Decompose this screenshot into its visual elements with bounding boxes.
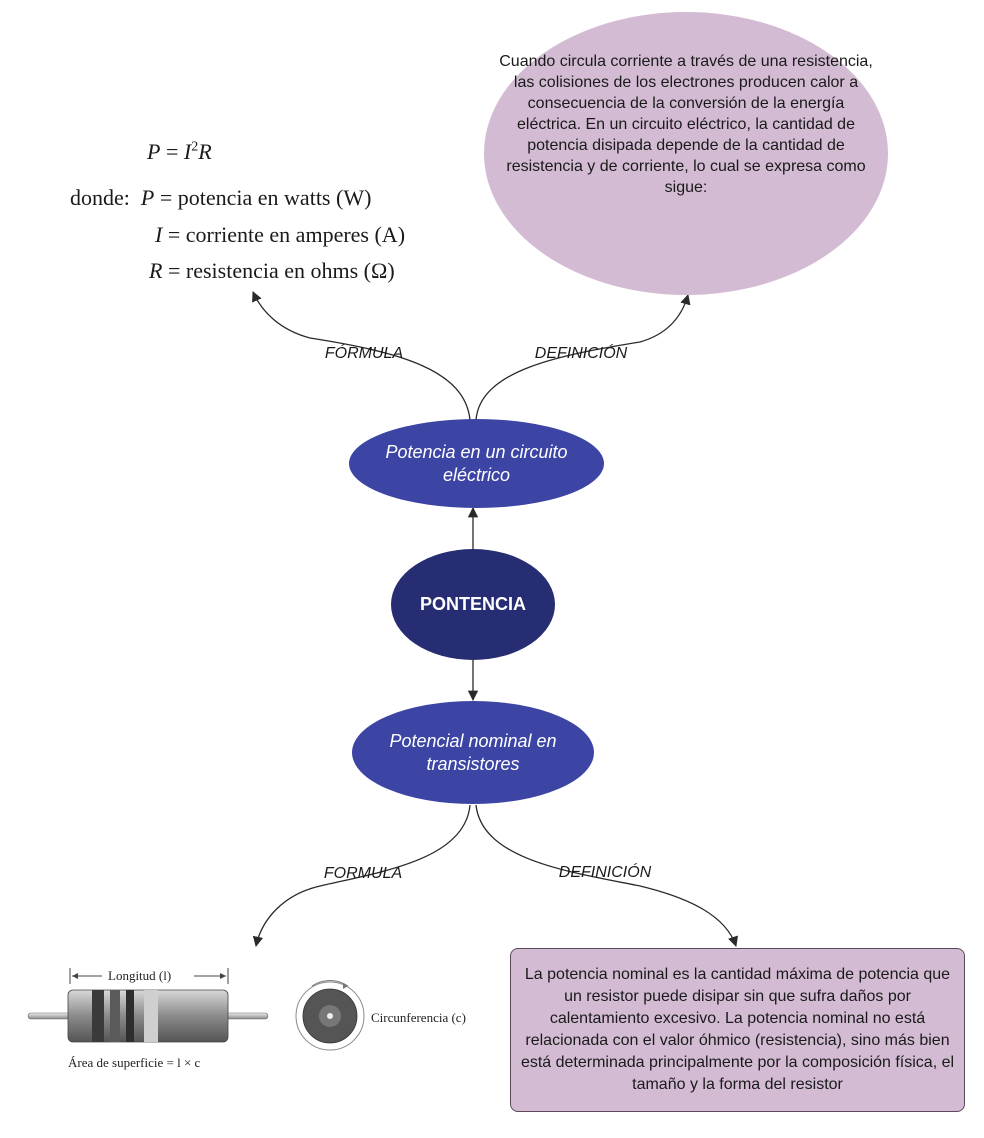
equation-var-r: R xyxy=(198,139,212,164)
def-p-var: P xyxy=(140,185,155,210)
center-concept-node: PONTENCIA xyxy=(391,549,555,660)
edge-bottom-definition xyxy=(475,804,738,947)
def-r-text: resistencia en ohms (Ω) xyxy=(185,258,395,283)
definition-r: R = resistencia en ohms (Ω) xyxy=(149,258,395,283)
donde-label: donde: xyxy=(70,185,130,210)
equation-var-i: I xyxy=(183,139,192,164)
equation-lhs: P xyxy=(147,139,161,164)
top-definition-node: Cuando circula corriente a través de una… xyxy=(484,12,888,295)
definition-i: I = corriente en amperes (A) xyxy=(155,222,406,247)
length-label: Longitud (l) xyxy=(106,968,174,984)
bottom-definition-text: La potencia nominal es la cantidad máxim… xyxy=(520,966,955,1093)
label-top-formula: FÓRMULA xyxy=(324,345,404,362)
equation-exponent: 2 xyxy=(191,139,199,155)
def-i-text: corriente en amperes (A) xyxy=(185,222,406,247)
label-top-definition: DEFINICIÓN xyxy=(534,345,628,362)
power-equation: P = I2R xyxy=(147,139,212,164)
edge-top-formula xyxy=(252,291,471,421)
top-concept-node: Potencia en un circuito eléctrico xyxy=(349,419,604,508)
area-label: Área de superficie = l × c xyxy=(68,1055,201,1070)
bottom-concept-node: Potencial nominal en transistores xyxy=(352,701,594,804)
def-r-var: R xyxy=(149,258,163,283)
center-concept-label: PONTENCIA xyxy=(419,594,526,614)
edge-bottom-formula xyxy=(252,804,471,948)
label-bottom-definition: DEFINICIÓN xyxy=(558,864,652,881)
resistor-figure xyxy=(27,968,365,1051)
definition-p: donde: P = potencia en watts (W) xyxy=(70,185,372,210)
bottom-definition-box: La potencia nominal es la cantidad máxim… xyxy=(510,948,965,1112)
bottom-concept-label: Potencial nominal en transistores xyxy=(389,730,557,774)
def-i-var: I xyxy=(155,222,163,247)
top-definition-text: Cuando circula corriente a través de una… xyxy=(499,53,873,196)
top-concept-label: Potencia en un circuito eléctrico xyxy=(385,441,568,485)
def-p-text: potencia en watts (W) xyxy=(177,185,372,210)
label-bottom-formula: FORMULA xyxy=(323,865,403,882)
edge-top-definition xyxy=(475,294,691,421)
circumference-label: Circunferencia (c) xyxy=(371,1010,466,1025)
